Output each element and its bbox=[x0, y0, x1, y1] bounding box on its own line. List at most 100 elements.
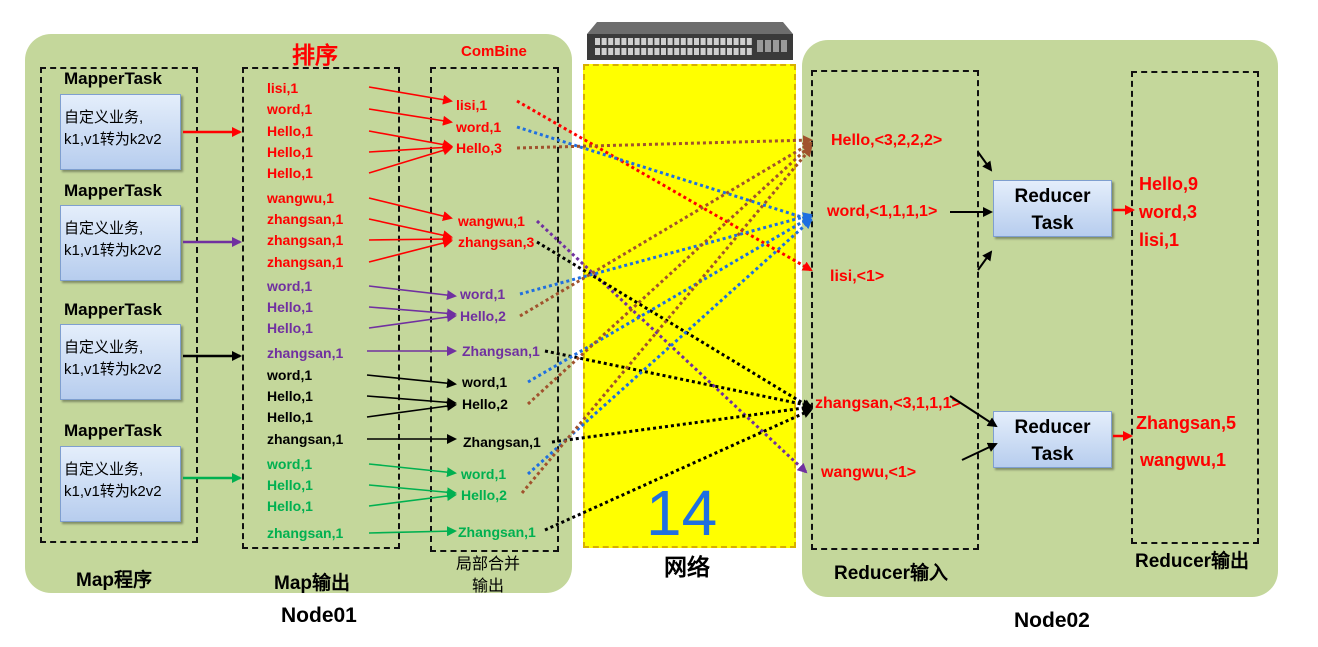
map-output-item: Hello,1 bbox=[267, 498, 313, 514]
mapper-task-column bbox=[40, 67, 198, 543]
mapper-task-title: MapperTask bbox=[64, 181, 162, 200]
mapper-task-title: MapperTask bbox=[64, 69, 162, 88]
map-output-item: Hello,1 bbox=[267, 477, 313, 493]
shuffle-arrow bbox=[551, 403, 813, 444]
mapper-task-line: 自定义业务, bbox=[64, 461, 144, 478]
shuffle-arrow bbox=[527, 215, 813, 384]
mapper-task-box: 自定义业务, k1,v1转为k2v2 bbox=[60, 324, 181, 400]
mapper-task-line: 自定义业务, bbox=[64, 339, 144, 356]
map-output-item: Hello,1 bbox=[267, 123, 313, 139]
combine-label: ComBine bbox=[461, 43, 527, 60]
combined-item: Zhangsan,1 bbox=[458, 524, 536, 540]
mapper-task-line: k1,v1转为k2v2 bbox=[64, 483, 162, 500]
reducer-task-line: Task bbox=[1031, 444, 1074, 465]
map-output-label: Map输出 bbox=[274, 573, 351, 594]
map-output-item: word,1 bbox=[267, 456, 313, 472]
map-output-item: word,1 bbox=[267, 367, 313, 383]
network-switch-icon bbox=[585, 20, 795, 62]
mapper-task-line: k1,v1转为k2v2 bbox=[64, 361, 162, 378]
reducer-output-item: word,3 bbox=[1139, 202, 1198, 222]
flow-arrow bbox=[368, 108, 453, 126]
reducer-task-box: Reducer Task bbox=[993, 411, 1112, 468]
combined-item: lisi,1 bbox=[456, 97, 488, 113]
mapper-task-line: k1,v1转为k2v2 bbox=[64, 242, 162, 259]
shuffle-arrow bbox=[519, 212, 813, 296]
shuffle-arrow bbox=[516, 135, 813, 150]
shuffle-arrow bbox=[544, 349, 813, 410]
reducer-input-item: lisi,<1> bbox=[830, 268, 885, 285]
shuffle-arrow bbox=[535, 219, 808, 474]
reducer-task-line: Task bbox=[1031, 213, 1074, 234]
reducer-input-item: word,<1,1,1,1> bbox=[827, 203, 938, 220]
reducer-input-item: zhangsan,<3,1,1,1> bbox=[815, 395, 961, 412]
combined-item: word,1 bbox=[456, 119, 502, 135]
flow-arrow bbox=[368, 285, 457, 301]
combine-output-column bbox=[430, 67, 559, 552]
flow-arrow bbox=[368, 130, 453, 150]
reducer-input-item: wangwu,<1> bbox=[821, 464, 917, 481]
map-output-item: Hello,1 bbox=[267, 409, 313, 425]
flow-arrow bbox=[368, 306, 457, 319]
flow-arrow bbox=[368, 145, 453, 174]
shuffle-arrow bbox=[544, 408, 813, 532]
combined-item: Hello,3 bbox=[456, 140, 502, 156]
map-program-label: Map程序 bbox=[76, 570, 153, 591]
shuffle-arrow bbox=[536, 240, 813, 410]
flow-arrow bbox=[368, 142, 453, 153]
combined-item: word,1 bbox=[460, 286, 506, 302]
combined-item: word,1 bbox=[461, 466, 507, 482]
network-label: 网络 bbox=[664, 554, 710, 580]
reducer-task-box: Reducer Task bbox=[993, 180, 1112, 237]
reducer-task-line: Reducer bbox=[1014, 417, 1091, 438]
map-output-item: Hello,1 bbox=[267, 388, 313, 404]
node02-panel bbox=[802, 40, 1278, 597]
flow-arrow bbox=[949, 395, 998, 428]
shuffle-arrow bbox=[516, 125, 813, 223]
flow-arrow bbox=[977, 151, 993, 172]
mapper-task-line: k1,v1转为k2v2 bbox=[64, 131, 162, 148]
reducer-input-label: Reducer输入 bbox=[834, 563, 949, 584]
mapper-task-title: MapperTask bbox=[64, 300, 162, 319]
flow-arrow bbox=[977, 250, 993, 271]
reducer-output-label: Reducer输出 bbox=[1135, 551, 1250, 572]
map-output-item: word,1 bbox=[267, 278, 313, 294]
map-output-item: zhangsan,1 bbox=[267, 232, 344, 248]
map-output-item: zhangsan,1 bbox=[267, 345, 344, 361]
map-output-item: zhangsan,1 bbox=[267, 431, 344, 447]
node02-label: Node02 bbox=[1014, 609, 1090, 632]
combine-output-label: 局部合并 输出 bbox=[456, 556, 521, 595]
flow-arrow bbox=[368, 86, 453, 105]
mapper-task-box: 自定义业务, k1,v1转为k2v2 bbox=[60, 94, 181, 170]
map-output-item: Hello,1 bbox=[267, 165, 313, 181]
combined-item: zhangsan,3 bbox=[458, 234, 535, 250]
map-output-item: word,1 bbox=[267, 101, 313, 117]
map-output-item: Hello,1 bbox=[267, 144, 313, 160]
flow-arrow bbox=[366, 374, 457, 389]
node01-label: Node01 bbox=[281, 604, 357, 627]
reducer-input-column bbox=[811, 70, 979, 550]
combined-item: Hello,2 bbox=[461, 487, 507, 503]
map-output-column bbox=[242, 67, 400, 549]
combined-item: Zhangsan,1 bbox=[463, 434, 541, 450]
shuffle-arrow bbox=[519, 141, 813, 318]
flow-arrow bbox=[368, 238, 453, 263]
flow-arrow bbox=[368, 197, 453, 221]
flow-arrow bbox=[366, 395, 457, 408]
map-output-item: Hello,1 bbox=[267, 320, 313, 336]
map-output-item: zhangsan,1 bbox=[267, 525, 344, 541]
mapper-task-line: 自定义业务, bbox=[64, 220, 144, 237]
reducer-output-column bbox=[1131, 71, 1259, 544]
flow-arrow bbox=[368, 526, 457, 537]
flow-arrow bbox=[368, 484, 457, 498]
sort-label: 排序 bbox=[292, 42, 338, 68]
map-output-item: lisi,1 bbox=[267, 80, 299, 96]
mapper-task-title: MapperTask bbox=[64, 421, 162, 440]
flow-arrow bbox=[368, 463, 457, 478]
map-output-item: wangwu,1 bbox=[267, 190, 334, 206]
flow-arrow bbox=[368, 234, 453, 245]
combined-item: wangwu,1 bbox=[458, 213, 525, 229]
combined-item: word,1 bbox=[462, 374, 508, 390]
mapper-task-box: 自定义业务, k1,v1转为k2v2 bbox=[60, 205, 181, 281]
reducer-output-item: lisi,1 bbox=[1139, 230, 1180, 250]
combined-item: Hello,2 bbox=[460, 308, 506, 324]
